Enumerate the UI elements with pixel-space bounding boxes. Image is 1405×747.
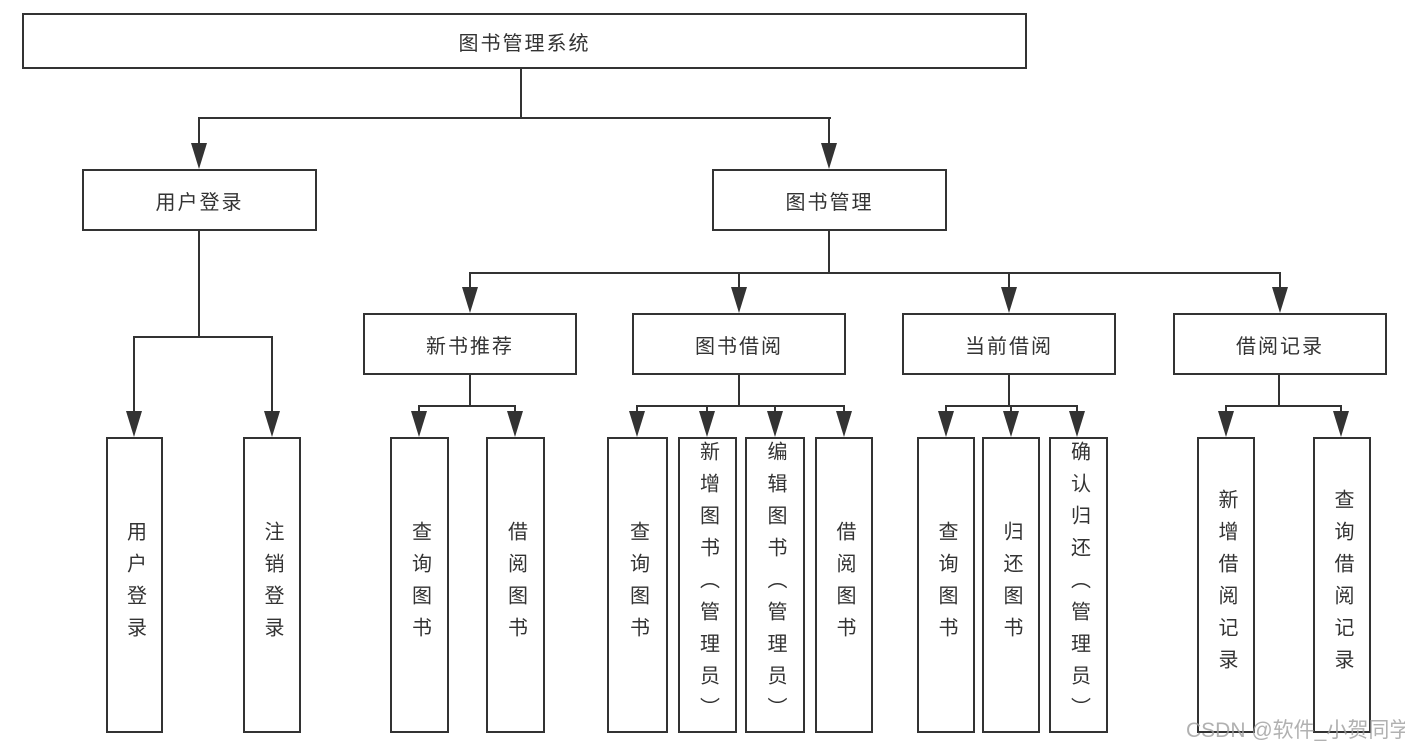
connector-line (1008, 272, 1010, 289)
connector-line (469, 272, 471, 289)
node-label: 新增图书（管理员） (696, 441, 719, 729)
leaf-query-borrow-record: 查询借阅记录 (1313, 437, 1371, 733)
node-label: 查询借阅记录 (1331, 489, 1353, 681)
arrow-down-icon (191, 143, 207, 169)
node-borrow-records: 借阅记录 (1173, 313, 1387, 375)
node-label: 图书管理 (785, 191, 874, 214)
connector-line (198, 117, 200, 145)
node-label: 图书管理系统 (458, 32, 591, 55)
arrow-down-icon (1001, 287, 1017, 313)
arrow-down-icon (821, 143, 837, 169)
leaf-borrow-book-recommend: 借阅图书 (486, 437, 545, 733)
leaf-query-book-recommend: 查询图书 (390, 437, 449, 733)
node-label: 确认归还（管理员） (1067, 441, 1090, 729)
leaf-user-login: 用户登录 (106, 437, 163, 733)
node-root-library-system: 图书管理系统 (22, 13, 1027, 69)
node-label: 查询图书 (935, 521, 957, 649)
connector-line (469, 272, 1281, 274)
connector-line (1008, 375, 1010, 405)
leaf-edit-book-admin: 编辑图书（管理员） (745, 437, 805, 733)
arrow-down-icon (836, 411, 852, 437)
node-label: 借阅图书 (833, 521, 855, 649)
node-user-login: 用户登录 (82, 169, 317, 231)
connector-line (738, 272, 740, 289)
connector-line (774, 405, 776, 415)
arrow-down-icon (507, 411, 523, 437)
node-label: 图书借阅 (695, 335, 783, 358)
connector-line (843, 405, 845, 415)
connector-line (636, 405, 844, 407)
node-label: 新书推荐 (426, 335, 514, 358)
node-label: 编辑图书（管理员） (764, 441, 786, 729)
connector-line (133, 336, 273, 338)
node-label: 新增借阅记录 (1215, 489, 1237, 681)
connector-line (198, 117, 831, 119)
arrow-down-icon (264, 411, 280, 437)
arrow-down-icon (1272, 287, 1288, 313)
leaf-query-book-borrow: 查询图书 (607, 437, 668, 733)
connector-line (198, 231, 200, 336)
connector-line (514, 405, 516, 415)
connector-line (1076, 405, 1078, 415)
node-label: 借阅记录 (1236, 335, 1324, 358)
arrow-down-icon (629, 411, 645, 437)
leaf-logout: 注销登录 (243, 437, 301, 733)
connector-line (828, 117, 830, 145)
node-book-borrow: 图书借阅 (632, 313, 846, 375)
leaf-add-borrow-record: 新增借阅记录 (1197, 437, 1255, 733)
connector-line (418, 405, 420, 415)
connector-line (738, 375, 740, 405)
node-label: 注销登录 (261, 521, 283, 649)
arrow-down-icon (1069, 411, 1085, 437)
leaf-return-book: 归还图书 (982, 437, 1040, 733)
node-label: 借阅图书 (504, 521, 527, 649)
connector-line (133, 336, 135, 413)
arrow-down-icon (938, 411, 954, 437)
connector-line (1225, 405, 1341, 407)
connector-line (1279, 272, 1281, 289)
connector-line (1225, 405, 1227, 415)
connector-line (271, 336, 273, 413)
connector-line (1010, 405, 1012, 415)
node-label: 用户登录 (155, 191, 244, 214)
node-new-book-recommend: 新书推荐 (363, 313, 577, 375)
arrow-down-icon (1218, 411, 1234, 437)
node-label: 当前借阅 (965, 335, 1053, 358)
arrow-down-icon (1003, 411, 1019, 437)
node-label: 查询图书 (408, 521, 431, 649)
node-label: 用户登录 (123, 521, 146, 649)
node-current-borrow: 当前借阅 (902, 313, 1116, 375)
arrow-down-icon (767, 411, 783, 437)
node-label: 查询图书 (626, 521, 649, 649)
connector-line (520, 69, 522, 117)
arrow-down-icon (1333, 411, 1349, 437)
connector-line (828, 231, 830, 272)
arrow-down-icon (731, 287, 747, 313)
arrow-down-icon (126, 411, 142, 437)
arrow-down-icon (462, 287, 478, 313)
arrow-down-icon (411, 411, 427, 437)
leaf-add-book-admin: 新增图书（管理员） (678, 437, 737, 733)
leaf-query-book-current: 查询图书 (917, 437, 975, 733)
connector-line (1278, 375, 1280, 405)
node-label: 归还图书 (1000, 521, 1022, 649)
csdn-watermark: CSDN @软件_小贺同学 (1186, 719, 1405, 742)
leaf-borrow-book: 借阅图书 (815, 437, 873, 733)
connector-line (945, 405, 947, 415)
connector-line (636, 405, 638, 415)
leaf-confirm-return-admin: 确认归还（管理员） (1049, 437, 1108, 733)
connector-line (706, 405, 708, 415)
arrow-down-icon (699, 411, 715, 437)
node-book-management: 图书管理 (712, 169, 947, 231)
connector-line (418, 405, 516, 407)
connector-line (1340, 405, 1342, 415)
connector-line (469, 375, 471, 405)
